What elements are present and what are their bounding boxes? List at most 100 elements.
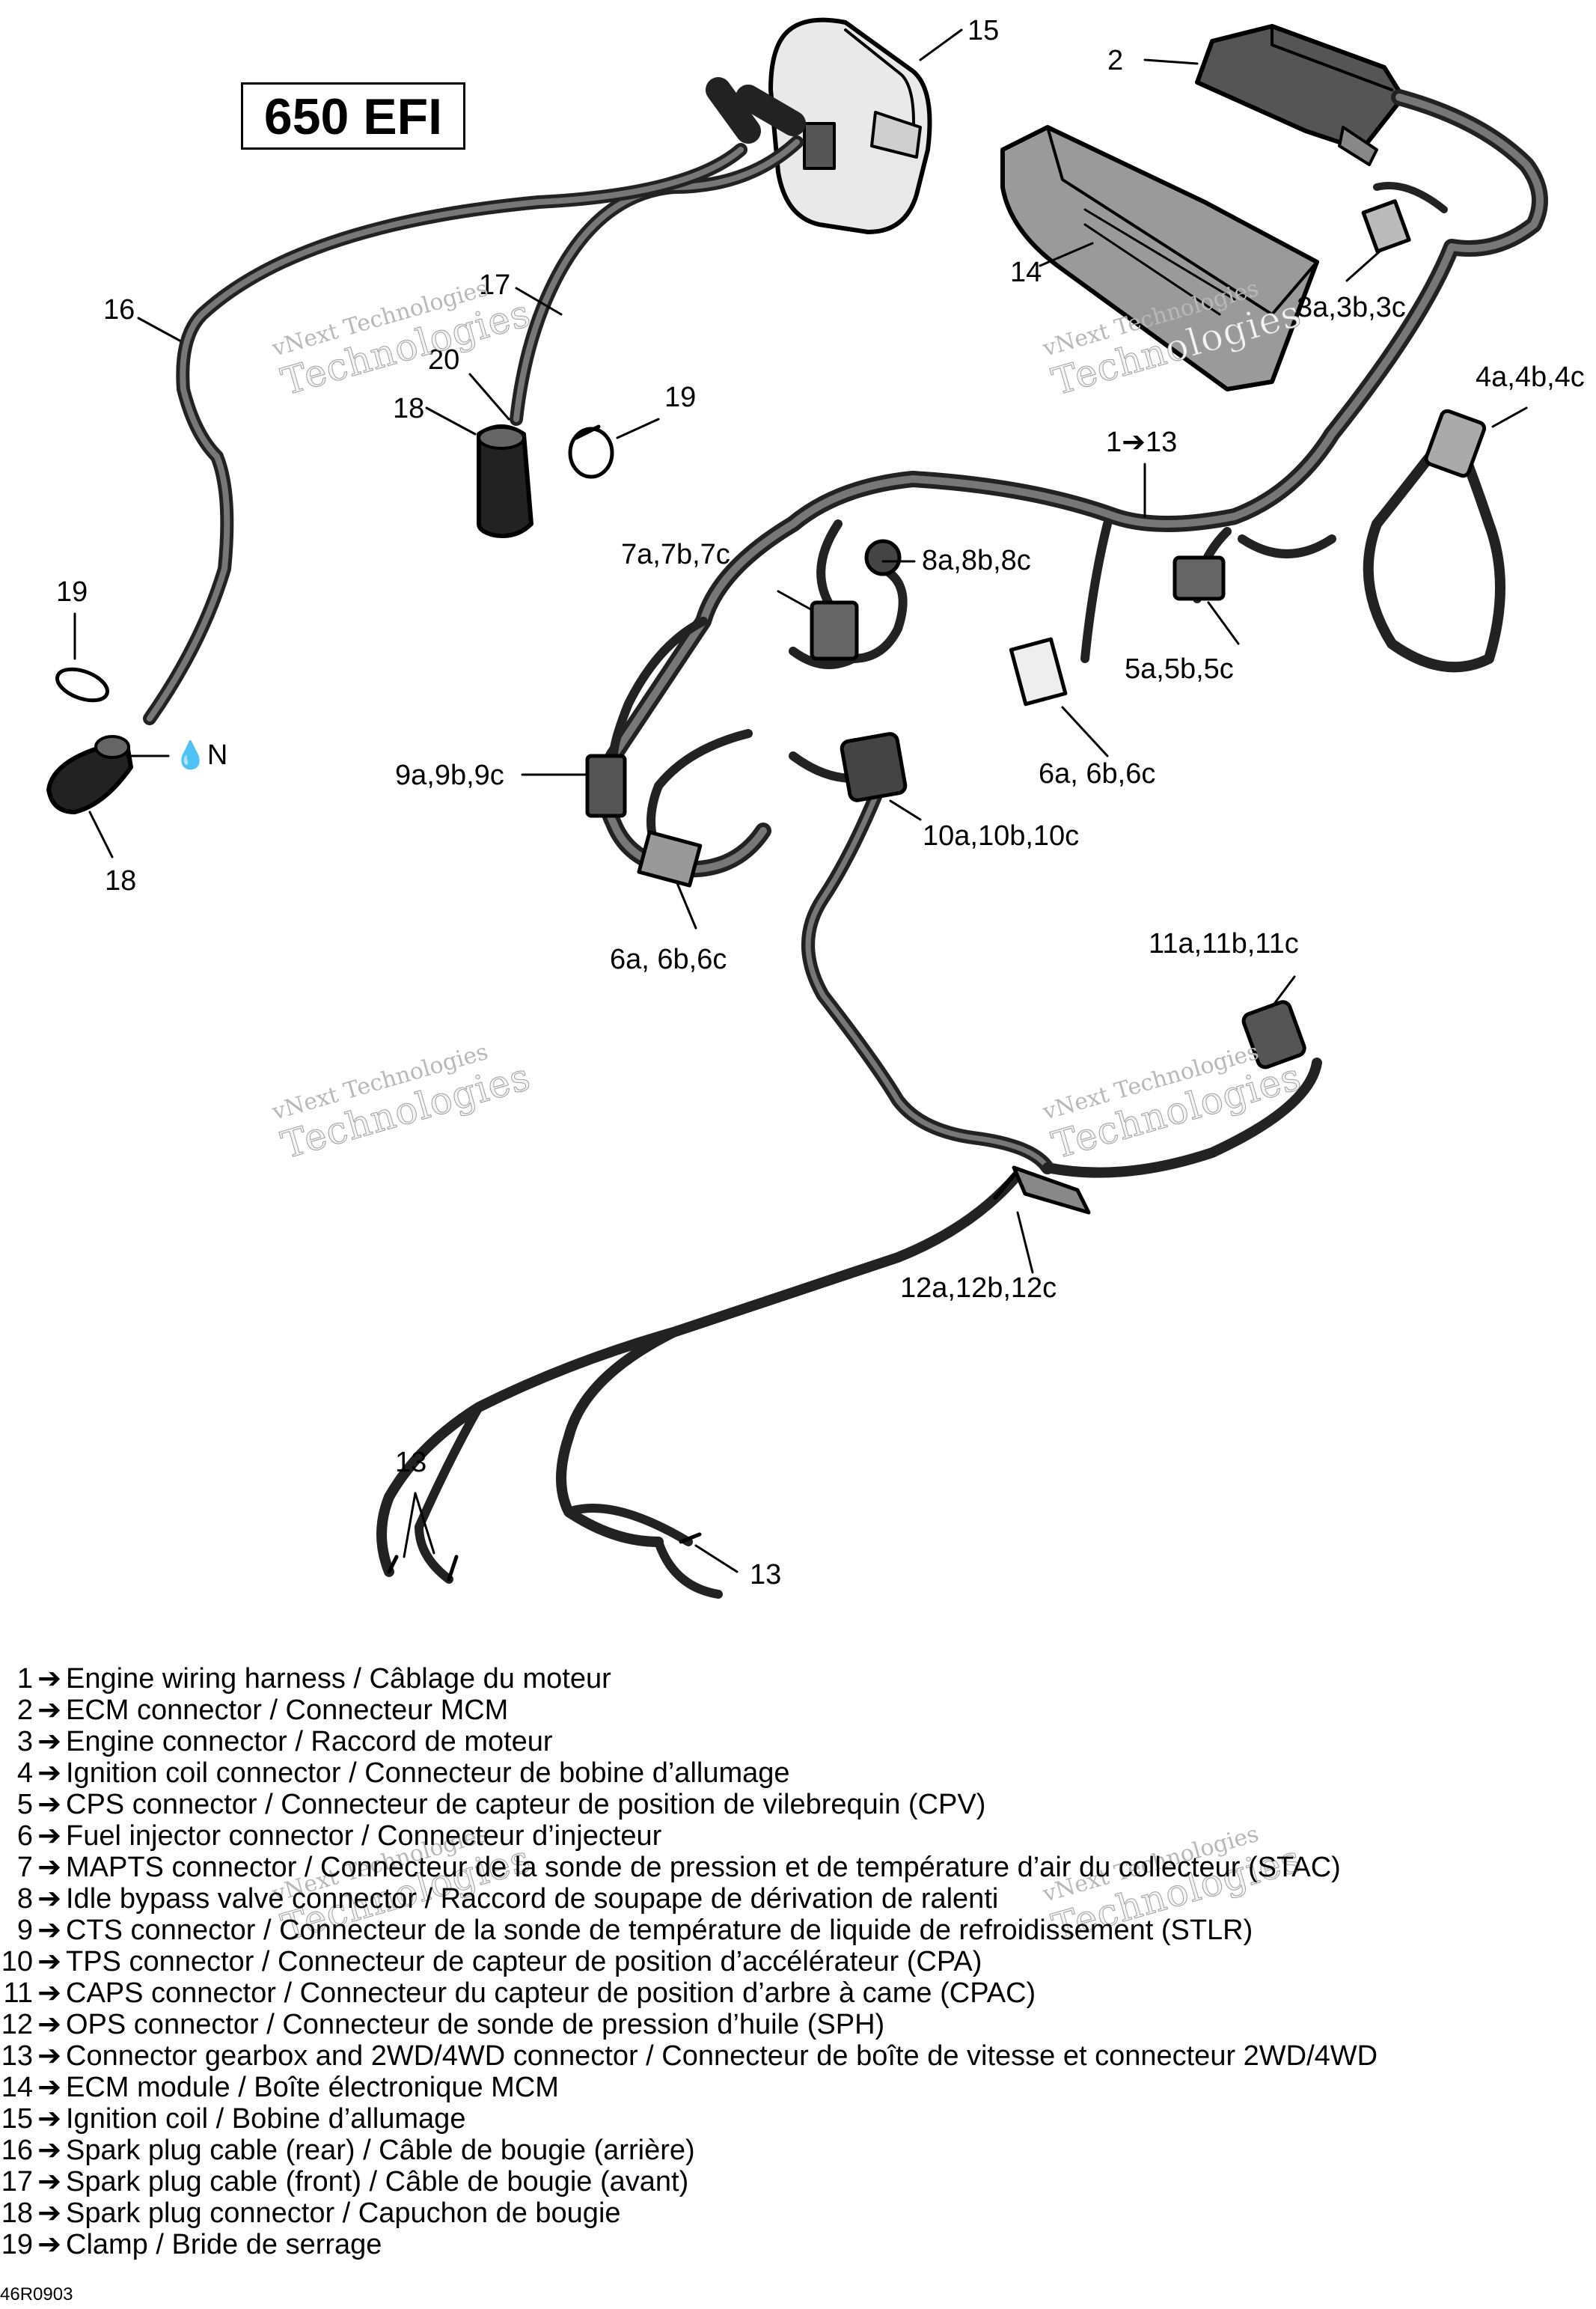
cts-connector: [585, 754, 627, 818]
arrow-icon: ➔: [37, 1757, 61, 1789]
legend-text: Engine connector / Raccord de moteur: [66, 1726, 553, 1757]
legend-number: 11: [3, 1977, 33, 2009]
legend-item: 4➔Ignition coil connector / Connecteur d…: [0, 1757, 1596, 1789]
legend-text: OPS connector / Connecteur de sonde de p…: [66, 2009, 885, 2040]
wiring-diagram: [46, 17, 1548, 1599]
ignition-coil-connector: [1424, 409, 1487, 478]
arrow-icon: ➔: [37, 1789, 61, 1820]
arrow-icon: ➔: [37, 2009, 61, 2040]
legend-number: 9: [16, 1915, 33, 1946]
spark-plug-cable-rear: [143, 77, 761, 725]
tps-connector: [840, 732, 908, 802]
legend-text: CTS connector / Connecteur de la sonde d…: [66, 1915, 1253, 1946]
leader-lines: [73, 28, 1528, 1573]
legend-number: 1: [16, 1663, 33, 1695]
arrow-icon: ➔: [37, 1883, 61, 1915]
legend-number: 4: [16, 1757, 33, 1789]
legend-item: 2➔ECM connector / Connecteur MCM: [0, 1695, 1596, 1726]
reference-code: 46R0903: [0, 2284, 73, 2305]
legend-text: ECM module / Boîte électronique MCM: [66, 2072, 559, 2103]
legend-text: Fuel injector connector / Connecteur d’i…: [66, 1820, 662, 1852]
legend-text: Clamp / Bride de serrage: [66, 2229, 382, 2260]
arrow-icon: ➔: [37, 1726, 61, 1757]
legend-number: 18: [1, 2197, 33, 2229]
legend-number: 6: [16, 1820, 33, 1852]
legend-item: 7➔MAPTS connector / Connecteur de la son…: [0, 1852, 1596, 1883]
ops-connector: [993, 1165, 1091, 1215]
legend-item: 17➔Spark plug cable (front) / Câble de b…: [0, 2166, 1596, 2197]
legend-text: MAPTS connector / Connecteur de la sonde…: [66, 1852, 1341, 1883]
callout-9: 9a,9b,9c: [395, 760, 504, 791]
arrow-icon: ➔: [37, 2135, 61, 2166]
callout-18-upper: 18: [393, 393, 425, 424]
arrow-icon: ➔: [37, 1663, 61, 1695]
ignition-coil: [768, 17, 932, 234]
callout-6-right: 6a, 6b,6c: [1039, 758, 1156, 790]
arrow-icon: ➔: [37, 1820, 61, 1852]
callout-19-upper: 19: [664, 382, 697, 413]
callout-10: 10a,10b,10c: [923, 820, 1080, 852]
callout-18-lower: 18: [105, 865, 137, 897]
legend-text: Spark plug cable (front) / Câble de boug…: [66, 2166, 689, 2197]
arrow-icon: ➔: [37, 2103, 61, 2135]
legend-item: 5➔CPS connector / Connecteur de capteur …: [0, 1789, 1596, 1820]
legend-item: 6➔Fuel injector connector / Connecteur d…: [0, 1820, 1596, 1852]
callout-19-lower: 19: [56, 576, 88, 608]
legend-item: 11➔CAPS connector / Connecteur du capteu…: [0, 1977, 1596, 2009]
fuel-injector-connector-left: [637, 830, 703, 888]
legend-number: 15: [1, 2103, 33, 2135]
legend-item: 15➔Ignition coil / Bobine d’allumage: [0, 2103, 1596, 2135]
arrow-icon: ➔: [37, 2072, 61, 2103]
wire-terminals: [387, 1532, 702, 1581]
legend-item: 13➔Connector gearbox and 2WD/4WD connect…: [0, 2040, 1596, 2072]
cps-connector: [1172, 555, 1226, 601]
legend-text: Ignition coil / Bobine d’allumage: [66, 2103, 466, 2135]
legend-number: 13: [1, 2040, 33, 2072]
legend-item: 19➔Clamp / Bride de serrage: [0, 2229, 1596, 2260]
callout-16: 16: [103, 294, 135, 326]
ecm-module: [1000, 125, 1319, 391]
legend-item: 16➔Spark plug cable (rear) / Câble de bo…: [0, 2135, 1596, 2166]
legend-item: 12➔OPS connector / Connecteur de sonde d…: [0, 2009, 1596, 2040]
legend-item: 8➔Idle bypass valve connector / Raccord …: [0, 1883, 1596, 1915]
arrow-icon: ➔: [37, 1695, 61, 1726]
callout-12: 12a,12b,12c: [900, 1272, 1057, 1304]
legend-number: 16: [1, 2135, 33, 2166]
clamp-upper: [568, 424, 614, 479]
legend-number: 17: [1, 2166, 33, 2197]
clamp-lower: [55, 667, 109, 703]
legend-number: 10: [1, 1946, 33, 1977]
caps-connector: [1241, 1000, 1306, 1070]
legend-text: Idle bypass valve connector / Raccord de…: [66, 1883, 999, 1915]
idle-bypass-connector: [864, 539, 902, 576]
callout-15: 15: [967, 15, 1000, 46]
spark-plug-connector-upper: [477, 424, 533, 538]
callout-1-13: 1➔13: [1106, 427, 1178, 458]
legend-text: CAPS connector / Connecteur du capteur d…: [66, 1977, 1036, 2009]
legend-text: Ignition coil connector / Connecteur de …: [66, 1757, 790, 1789]
legend-number: 8: [16, 1883, 33, 1915]
arrow-icon: ➔: [37, 1915, 61, 1946]
callout-13-lower: 13: [750, 1559, 782, 1590]
fuel-injector-connector-right: [1009, 637, 1068, 707]
parts-legend: 1➔Engine wiring harness / Câblage du mot…: [0, 1663, 1596, 2260]
arrow-icon: ➔: [37, 1946, 61, 1977]
callout-5: 5a,5b,5c: [1125, 653, 1234, 685]
legend-number: 5: [16, 1789, 33, 1820]
arrow-icon: ➔: [37, 2197, 61, 2229]
mapts-connector: [810, 600, 859, 661]
legend-number: 19: [1, 2229, 33, 2260]
legend-item: 9➔CTS connector / Connecteur de la sonde…: [0, 1915, 1596, 1946]
legend-item: 14➔ECM module / Boîte électronique MCM: [0, 2072, 1596, 2103]
legend-number: 3: [16, 1726, 33, 1757]
callout-7: 7a,7b,7c: [621, 539, 730, 570]
engine-connector: [1361, 182, 1448, 254]
legend-number: 12: [1, 2009, 33, 2040]
callout-6-left: 6a, 6b,6c: [610, 944, 727, 975]
arrow-icon: ➔: [37, 2040, 61, 2072]
legend-text: ECM connector / Connecteur MCM: [66, 1695, 509, 1726]
legend-item: 1➔Engine wiring harness / Câblage du mot…: [0, 1663, 1596, 1695]
callout-4: 4a,4b,4c: [1476, 362, 1585, 393]
spark-plug-connector-lower: [46, 735, 133, 814]
callout-2: 2: [1107, 45, 1124, 76]
